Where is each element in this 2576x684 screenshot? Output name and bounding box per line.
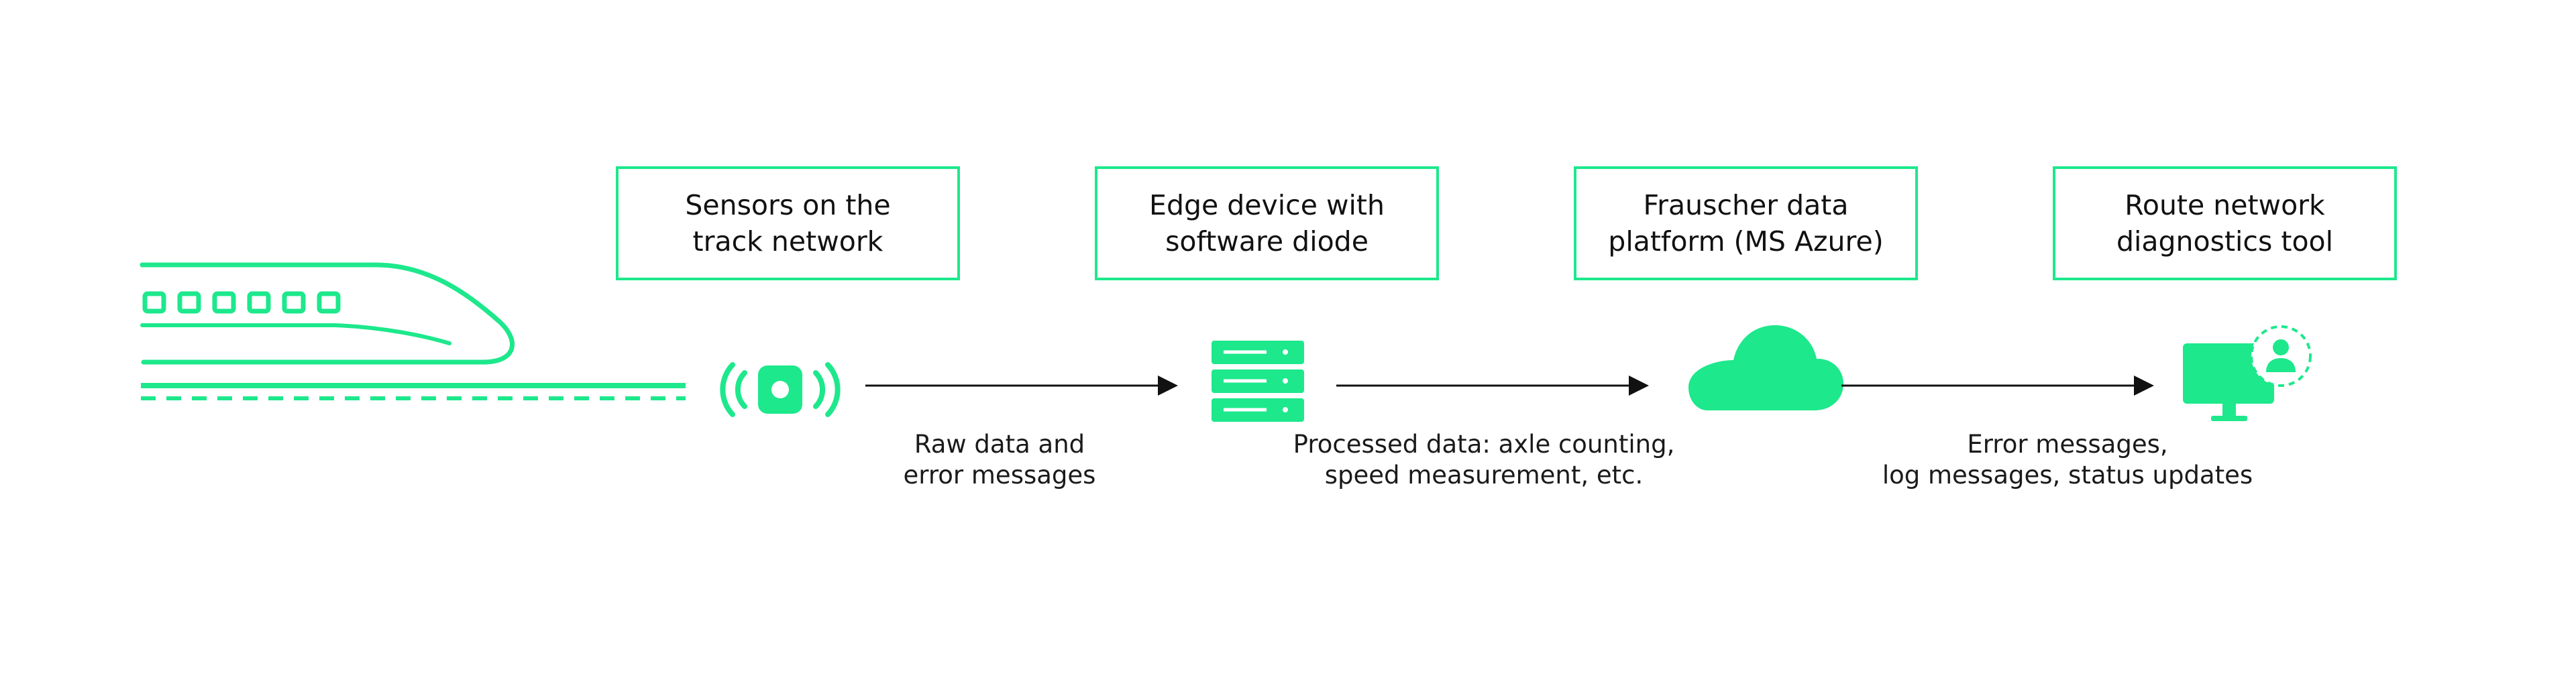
stage-box-sensors: Sensors on the track network [616, 166, 960, 280]
stage-label-line2: software diode [1165, 225, 1368, 258]
flow-caption-line1: Raw data and [914, 430, 1085, 459]
stage-label-line1: Route network [2125, 189, 2325, 221]
train-icon [140, 262, 515, 365]
server-icon [1212, 341, 1304, 422]
flow-caption-error-messages: Error messages, log messages, status upd… [1813, 429, 2322, 491]
flow-caption-processed-data: Processed data: axle counting, speed mea… [1229, 429, 1739, 491]
cloud-icon [1688, 325, 1843, 410]
flow-caption-line1: Processed data: axle counting, [1293, 430, 1675, 459]
stage-box-edge-device: Edge device with software diode [1095, 166, 1439, 280]
stage-label-line2: platform (MS Azure) [1608, 225, 1884, 258]
flow-caption-line2: speed measurement, etc. [1324, 461, 1644, 490]
sensor-icon [720, 362, 841, 417]
stage-box-data-platform: Frauscher data platform (MS Azure) [1574, 166, 1918, 280]
flow-caption-line2: log messages, status updates [1882, 461, 2253, 490]
track-rail [141, 383, 686, 400]
monitor-user-icon [2183, 325, 2312, 421]
flow-caption-line2: error messages [903, 461, 1096, 490]
flow-caption-line1: Error messages, [1967, 430, 2168, 459]
stage-box-diagnostics-tool: Route network diagnostics tool [2053, 166, 2397, 280]
stage-label-line1: Sensors on the [685, 189, 891, 221]
stage-label-line2: track network [692, 225, 883, 258]
stage-label-line1: Frauscher data [1643, 189, 1849, 221]
flow-caption-raw-data: Raw data and error messages [745, 429, 1254, 491]
stage-label-line1: Edge device with [1149, 189, 1385, 221]
stage-label-line2: diagnostics tool [2116, 225, 2334, 258]
